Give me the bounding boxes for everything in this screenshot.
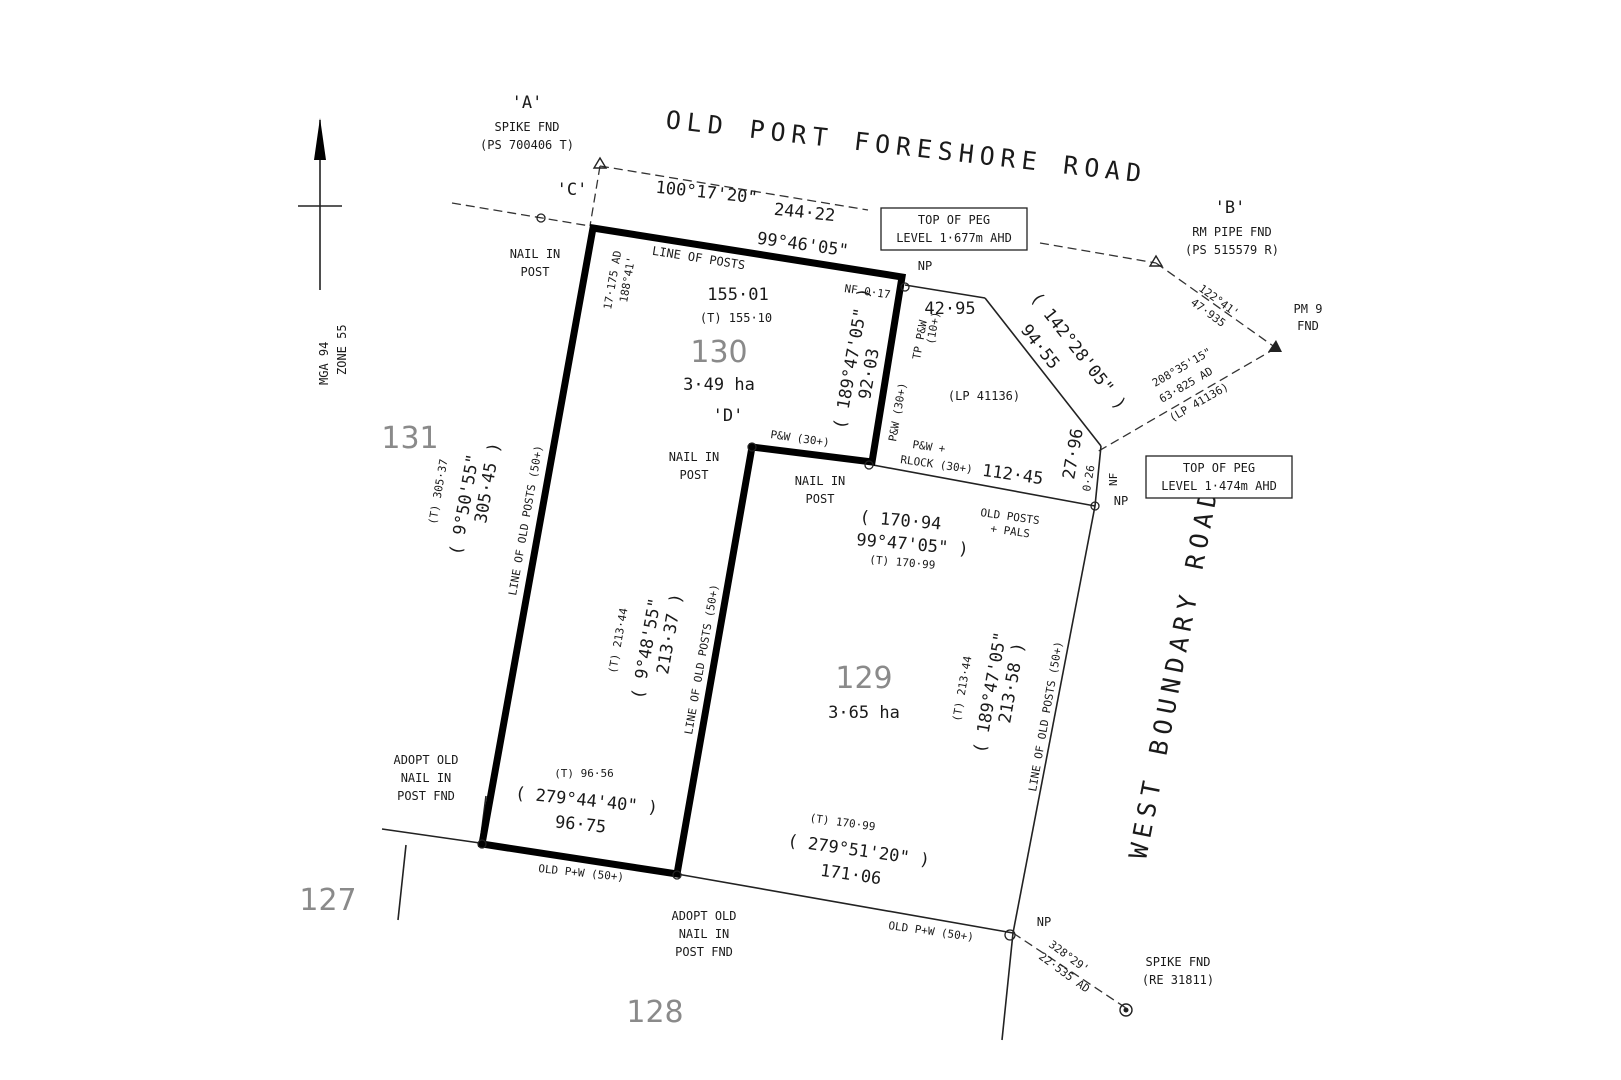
dim-s130-title: (T) 96·56	[554, 767, 614, 780]
dim-s129-bearing: ( 279°51'20" )	[786, 831, 931, 871]
north-arrow-icon	[314, 118, 326, 160]
adopt-s-icon	[672, 870, 682, 880]
dim-a-bearing: 100°17'20"	[655, 178, 759, 209]
nail-nw-line2: POST	[521, 265, 550, 279]
road-name-north: OLD PORT FORESHORE ROAD	[664, 105, 1148, 189]
peg1-line2: LEVEL 1·677m AHD	[896, 231, 1012, 245]
lot-130-area: 3·49 ha	[683, 375, 755, 395]
nf-label-east: NF	[1107, 473, 1120, 486]
dim-s129-title: (T) 170·99	[809, 811, 876, 833]
adopt-sw-icon	[477, 839, 487, 849]
peg-level-box-2: TOP OF PEG LEVEL 1·474m AHD	[1145, 455, 1293, 499]
lot-129-number: 129	[835, 661, 892, 696]
dim-north-dist: 155·01	[707, 285, 768, 305]
dim-north-title: (T) 155·10	[700, 311, 772, 325]
adopt-s-line1: ADOPT OLD	[671, 909, 736, 923]
a-line2: (PS 700406 T)	[480, 138, 574, 152]
dim-s130-dist: 96·75	[554, 812, 607, 837]
lot-130-boundary	[477, 224, 907, 878]
dim-s130-bearing: ( 279°44'40" )	[514, 784, 659, 819]
dim-l129n-title: (T) 170·99	[869, 553, 936, 572]
dim-pw-rlock-1: P&W +	[912, 438, 947, 456]
dim-e129-posts: LINE OF OLD POSTS (50+)	[1026, 640, 1065, 792]
dim-west-title: (T) 305·37	[426, 458, 450, 525]
np-label-top: NP	[918, 259, 932, 273]
adopt-sw-line1: ADOPT OLD	[393, 753, 458, 767]
zone-label: ZONE 55	[335, 324, 349, 375]
lp-label: (LP 41136)	[948, 389, 1020, 403]
datum-label: MGA 94	[317, 342, 331, 385]
d-tag: 'D'	[713, 406, 744, 426]
dimensions: 100°17'20" 244·22 99°46'05" LINE OF POST…	[426, 178, 1241, 996]
spike-se-line2: (RE 31811)	[1142, 973, 1214, 987]
reference-lines	[381, 165, 1277, 1041]
pm9-line2: FND	[1297, 319, 1319, 333]
dim-old-posts-2: + PALS	[990, 522, 1031, 540]
pipe-b-icon	[1148, 254, 1164, 267]
dim-old-pw-2: OLD P+W (50+)	[888, 919, 975, 944]
nail-post-d-icon	[747, 442, 757, 452]
north-arrow: MGA 94 ZONE 55	[298, 118, 349, 385]
np-label-east: NP	[1114, 494, 1128, 508]
nail-nw-line1: NAIL IN	[510, 247, 561, 261]
a-line1: SPIKE FND	[494, 120, 559, 134]
a-tag: 'A'	[512, 93, 543, 113]
nail-c-line1: NAIL IN	[795, 474, 846, 488]
peg2-line1: TOP OF PEG	[1183, 461, 1255, 475]
mark-labels: 'A' SPIKE FND (PS 700406 T) 'B' RM PIPE …	[393, 93, 1322, 987]
peg2-line2: LEVEL 1·474m AHD	[1161, 479, 1277, 493]
b-tag: 'B'	[1215, 198, 1246, 218]
adopt-s-line3: POST FND	[675, 945, 733, 959]
np-east-icon	[1090, 501, 1100, 511]
peg1-line1: TOP OF PEG	[918, 213, 990, 227]
nail-d-line2: POST	[680, 468, 709, 482]
spike-se-icon	[1119, 1003, 1133, 1017]
np-south-icon	[1004, 929, 1016, 941]
lot-127-number: 127	[299, 883, 356, 918]
dim-pw-10: (10+)	[924, 311, 943, 346]
lot-labels: 131 130 3·49 ha 129 3·65 ha 127 128 (LP …	[299, 335, 1020, 1030]
lot-129-area: 3·65 ha	[828, 703, 900, 723]
survey-marks	[477, 156, 1282, 1017]
dim-e129-title: (T) 213·44	[950, 655, 974, 723]
spike-a-icon	[592, 156, 608, 169]
spike-se-line1: SPIKE FND	[1145, 955, 1210, 969]
lot-128-number: 128	[626, 995, 683, 1030]
lot-131-number: 131	[381, 421, 438, 456]
road-name-east: WEST BOUNDARY ROAD	[1123, 484, 1224, 862]
dim-nf-017: NF 0·17	[844, 282, 892, 301]
peg-level-box-1: TOP OF PEG LEVEL 1·677m AHD	[880, 207, 1028, 251]
lot-130-number: 130	[690, 335, 747, 370]
pm9-icon	[1268, 340, 1282, 352]
dim-ne-dist: 42·95	[924, 299, 975, 319]
adopt-s-line2: NAIL IN	[679, 927, 730, 941]
np-label-south: NP	[1037, 915, 1051, 929]
dim-pw-30-h: P&W (30+)	[770, 428, 831, 449]
nail-post-nw-icon	[536, 213, 546, 223]
nail-d-line1: NAIL IN	[669, 450, 720, 464]
dim-s129-dist: 171·06	[819, 861, 883, 889]
dim-e-026: 0·26	[1080, 464, 1097, 492]
nail-c-line2: POST	[806, 492, 835, 506]
dim-mid-dist: 112·45	[981, 461, 1045, 489]
pm9-line1: PM 9	[1294, 302, 1323, 316]
b-line1: RM PIPE FND	[1192, 225, 1271, 239]
adopt-sw-line3: POST FND	[397, 789, 455, 803]
dim-pw-30-v: P&W (30+)	[886, 382, 909, 443]
np-top-icon	[900, 282, 910, 292]
adopt-sw-line2: NAIL IN	[401, 771, 452, 785]
c-tag: 'C'	[557, 180, 588, 200]
b-line2: (PS 515579 R)	[1185, 243, 1279, 257]
nail-post-c-icon	[864, 460, 874, 470]
dim-l130-title: (T) 213·44	[606, 607, 630, 675]
